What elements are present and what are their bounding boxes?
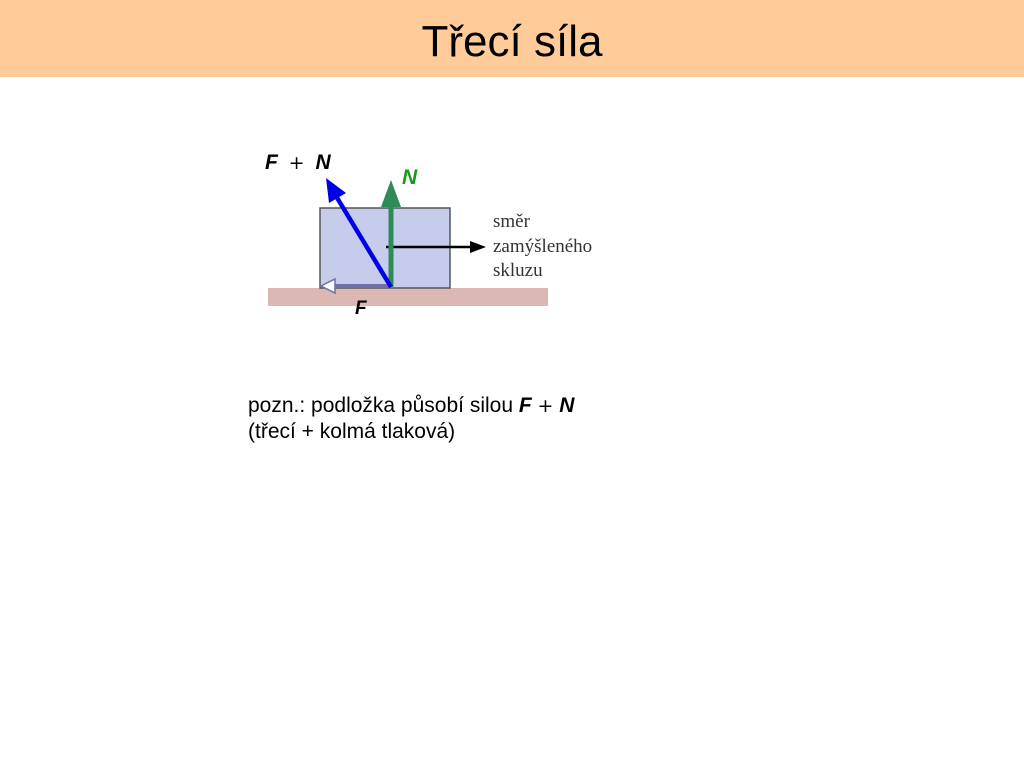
resultant-arrow-line [334, 194, 393, 289]
note-plus: + [537, 395, 554, 417]
note-line-1: pozn.: podložka působí silou F + N [248, 393, 574, 419]
ground-surface [268, 288, 548, 306]
resultant-arrow-head [326, 178, 346, 203]
note-prefix: pozn.: podložka působí silou [248, 394, 514, 417]
direction-text-line-1: směr [493, 211, 531, 232]
resultant-label: F + N [265, 151, 331, 174]
friction-label: F [355, 298, 368, 319]
resultant-label-plus: + [289, 152, 305, 174]
resultant-label-n: N [315, 151, 331, 174]
resultant-label-f: F [265, 151, 279, 174]
note-n: N [559, 394, 575, 417]
friction-arrow-head [319, 277, 336, 295]
title-bar: Třecí síla [0, 0, 1024, 77]
direction-text-line-2: zamýšleného [493, 236, 592, 257]
normal-arrow-head [381, 180, 401, 207]
slide-title: Třecí síla [421, 16, 603, 66]
slide-direction-head [470, 241, 486, 253]
direction-text-line-3: skluzu [493, 260, 543, 281]
note-f: F [518, 394, 532, 417]
note: pozn.: podložka působí silou F + N (třec… [248, 393, 574, 445]
note-line-2: (třecí + kolmá tlaková) [248, 420, 456, 443]
normal-label: N [402, 166, 418, 189]
